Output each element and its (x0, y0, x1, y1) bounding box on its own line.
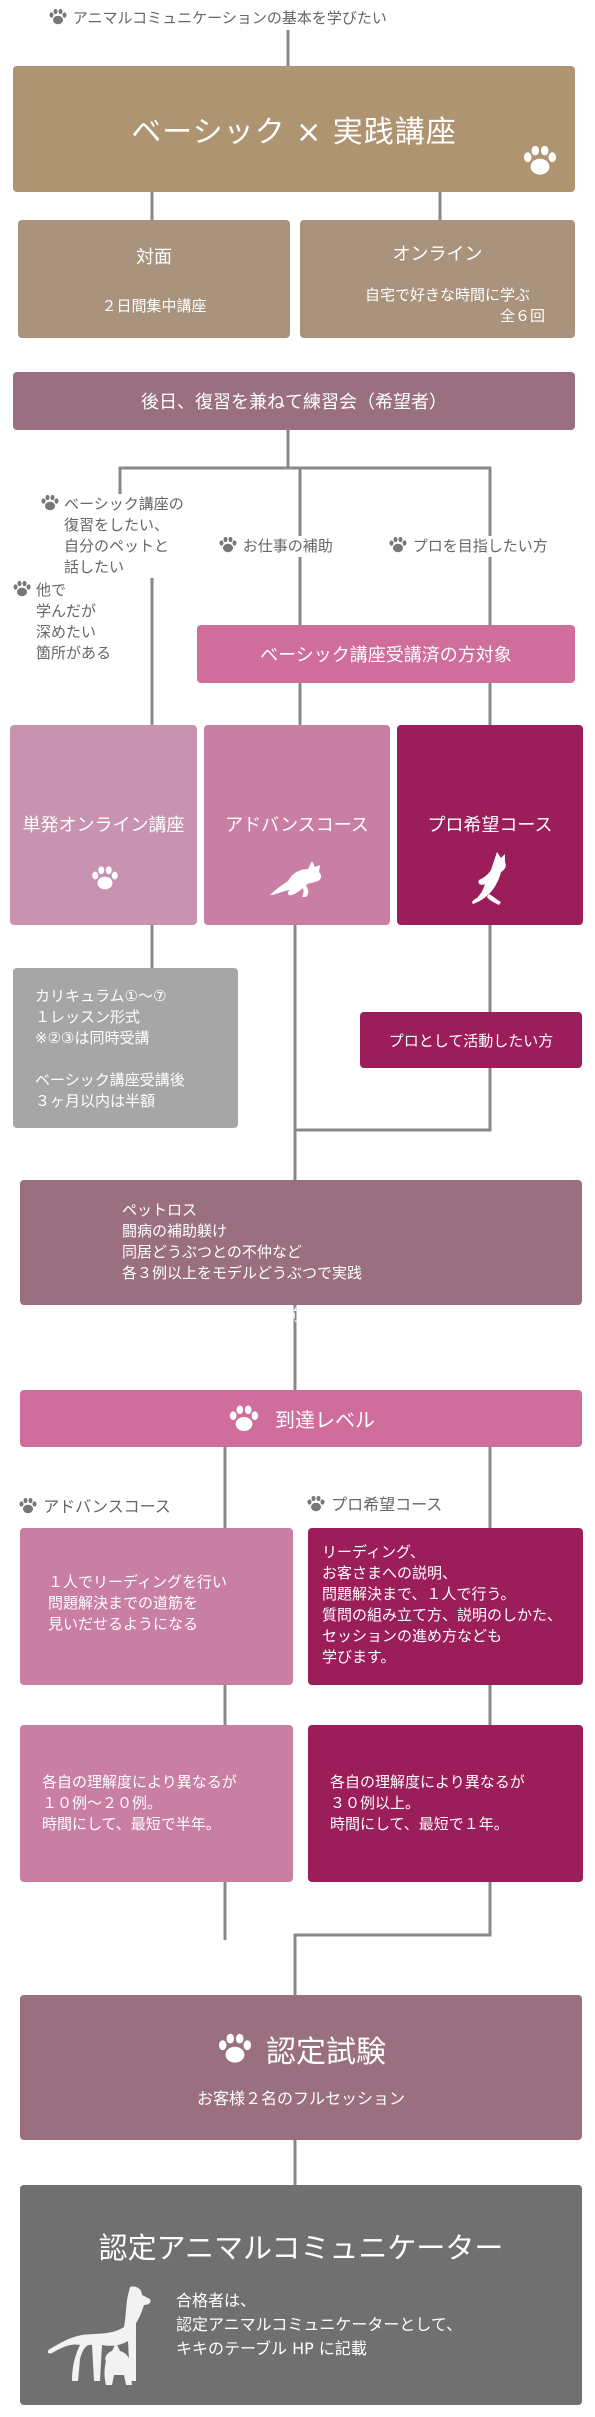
certification-exam-detail: お客様２名のフルセッション (196, 2088, 405, 2108)
paw-icon (523, 145, 557, 175)
advance-course-box: アドバンスコース (204, 725, 390, 925)
paw-icon (49, 8, 67, 25)
paw-icon (13, 580, 31, 597)
dog-and-cat-silhouette-icon (47, 2286, 151, 2385)
advance-goal-box: １人でリーディングを行い 問題解決までの道筋を 見いだせるようになる (20, 1528, 293, 1685)
face-to-face-detail: ２日間集中講座 (101, 296, 207, 315)
branch-label-review-text: ベーシック講座の 復習をしたい、 自分のペットと 話したい (40, 494, 230, 578)
certified-detail: 合格者は、 認定アニマルコミュニケーターとして、 キキのテーブル HP に記載 (176, 2291, 463, 2358)
paw-icon (19, 1497, 37, 1514)
advance-level-label-text: アドバンスコース (43, 1497, 171, 1516)
pro-duration-text: 各自の理解度により異なるが ３０例以上。 時間にして、最短で１年。 (330, 1773, 525, 1833)
single-online-info-text: カリキュラム①〜⑦ １レッスン形式 ※②③は同時受講 ベーシック講座受講後 ３ヶ… (35, 987, 185, 1110)
advance-duration-text: 各自の理解度により異なるが １０例〜２０例。 時間にして、最短で半年。 (42, 1773, 237, 1833)
paw-icon (307, 1495, 325, 1512)
online-detail-2: 全６回 (499, 307, 545, 325)
branch-label-work: お仕事の補助 (218, 536, 337, 557)
single-online-course-box: 単発オンライン講座 (10, 725, 197, 925)
online-detail-1: 自宅で好きな時間に学ぶ (364, 286, 530, 304)
practice-session-text: 後日、復習を兼ねて練習会（希望者） (141, 392, 447, 413)
certification-exam-title: 認定試験 (266, 2034, 386, 2070)
pro-activity-text: プロとして活動したい方 (388, 1031, 554, 1050)
top-label: アニマルコミュニケーションの基本を学びたい (72, 9, 387, 27)
online-title: オンライン (392, 244, 483, 265)
pro-course-title: プロ希望コース (427, 815, 553, 836)
branch-label-work-text: お仕事の補助 (242, 537, 333, 555)
pro-goal-text: リーディング、 お客さまへの説明、 問題解決まで、１人で行う。 質問の組み立て方… (322, 1543, 563, 1666)
certification-exam-box: 認定試験 お客様２名のフルセッション (20, 1995, 582, 2140)
branch-label-pro: プロを目指したい方 (388, 536, 552, 557)
face-to-face-box: 対面 ２日間集中講座 (18, 220, 290, 338)
advance-goal-text: １人でリーディングを行い 問題解決までの道筋を 見いだせるようになる (48, 1573, 227, 1633)
basic-course-title: ベーシック × 実践講座 (131, 115, 457, 150)
pro-goal-box: リーディング、 お客さまへの説明、 問題解決まで、１人で行う。 質問の組み立て方… (308, 1528, 583, 1685)
top-label-row: アニマルコミュニケーションの基本を学びたい (48, 8, 387, 29)
branch-label-other: 他で 学んだが 深めたい 箇所がある (12, 580, 122, 664)
basic-course-box: ベーシック × 実践講座 (13, 66, 575, 192)
practice-content-box: ペットロス 闘病の補助躾け 同居どうぶつとの不仲など 各３例以上をモデルどうぶつ… (20, 1180, 582, 1324)
reach-level-banner: 到達レベル (20, 1390, 582, 1447)
leaping-cat-icon (270, 861, 322, 897)
face-to-face-title: 対面 (136, 246, 172, 268)
pro-course-box: プロ希望コース (397, 725, 583, 925)
online-box: オンライン 自宅で好きな時間に学ぶ 全６回 (300, 220, 575, 338)
paw-icon (218, 2033, 252, 2063)
paw-icon (92, 866, 118, 890)
basic-graduates-text: ベーシック講座受講済の方対象 (260, 645, 512, 666)
pro-level-label-text: プロ希望コース (331, 1495, 443, 1514)
single-online-info-box: カリキュラム①〜⑦ １レッスン形式 ※②③は同時受講 ベーシック講座受講後 ３ヶ… (13, 968, 238, 1128)
advance-course-title: アドバンスコース (225, 815, 369, 836)
single-online-course-title: 単発オンライン講座 (22, 815, 185, 836)
advance-duration-box: 各自の理解度により異なるが １０例〜２０例。 時間にして、最短で半年。 (20, 1725, 293, 1882)
certified-title: 認定アニマルコミュニケーター (98, 2231, 504, 2265)
jumping-cat-icon (472, 852, 506, 905)
basic-graduates-banner: ベーシック講座受講済の方対象 (197, 625, 575, 683)
branch-label-review: ベーシック講座の 復習をしたい、 自分のペットと 話したい (40, 494, 230, 578)
certified-communicator-box: 認定アニマルコミュニケーター 合格者は、 認定アニマルコミュニケーターとして、 … (20, 2185, 582, 2405)
reach-level-text: 到達レベル (275, 1408, 375, 1432)
practice-session-box: 後日、復習を兼ねて練習会（希望者） (13, 372, 575, 430)
branch-label-other-text: 他で 学んだが 深めたい 箇所がある (36, 581, 112, 662)
paw-icon (389, 536, 407, 553)
practice-content-text: ペットロス 闘病の補助躾け 同居どうぶつとの不仲など 各３例以上をモデルどうぶつ… (122, 1201, 420, 1324)
paw-icon (41, 494, 59, 511)
paw-icon (219, 536, 237, 553)
pro-activity-box: プロとして活動したい方 (360, 1012, 582, 1068)
pro-level-label: プロ希望コース (306, 1494, 447, 1515)
branch-label-pro-text: プロを目指したい方 (412, 537, 548, 555)
pro-duration-box: 各自の理解度により異なるが ３０例以上。 時間にして、最短で１年。 (308, 1725, 583, 1882)
paw-icon (229, 1405, 259, 1431)
advance-level-label: アドバンスコース (18, 1496, 175, 1517)
